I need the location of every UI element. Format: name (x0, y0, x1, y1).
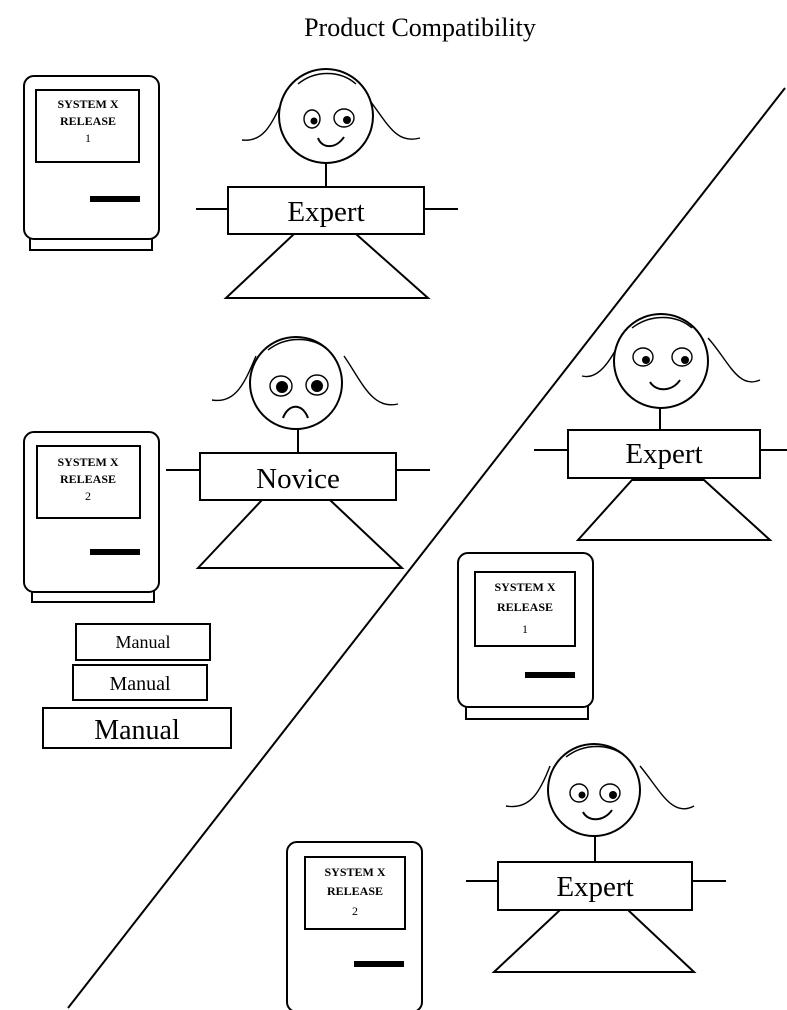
diagram-title: Product Compatibility (304, 13, 536, 42)
stick-figure-novice: Novice (166, 336, 430, 569)
figure-1-label: Expert (287, 196, 364, 228)
computer-release-1-right: SYSTEM X RELEASE 1 (457, 552, 594, 720)
figure-4-label: Expert (556, 871, 633, 903)
manual-1-label: Manual (116, 632, 171, 652)
computer-4-line1: SYSTEM X (324, 865, 385, 879)
computer-4-line2: RELEASE (327, 884, 383, 898)
stick-figure-expert-top: Expert (196, 68, 458, 299)
stick-figure-expert-right: Expert (534, 313, 787, 541)
manual-stack: Manual Manual Manual (42, 623, 232, 749)
computer-release-2-bottom: SYSTEM X RELEASE 2 (286, 841, 423, 1010)
figure-2-label: Novice (256, 463, 340, 495)
computer-1-line3: 1 (85, 131, 91, 145)
computer-2-line2: RELEASE (60, 472, 116, 486)
computer-3-line2: RELEASE (497, 600, 553, 614)
manual-2-label: Manual (109, 673, 171, 695)
computer-1-line2: RELEASE (60, 114, 116, 128)
computer-1-line1: SYSTEM X (57, 97, 118, 111)
computer-2-line1: SYSTEM X (57, 455, 118, 469)
manual-3-label: Manual (94, 715, 180, 746)
figure-3-label: Expert (625, 438, 702, 470)
computer-2-line3: 2 (85, 489, 91, 503)
computer-3-line3: 1 (522, 622, 528, 636)
stick-figure-expert-bottom: Expert (466, 743, 726, 973)
diagonal-divider (67, 87, 786, 1009)
computer-3-line1: SYSTEM X (494, 580, 555, 594)
computer-release-2-left: SYSTEM X RELEASE 2 (23, 431, 160, 603)
computer-release-1-top-left: SYSTEM X RELEASE 1 (23, 75, 160, 251)
computer-4-line3: 2 (352, 904, 358, 918)
